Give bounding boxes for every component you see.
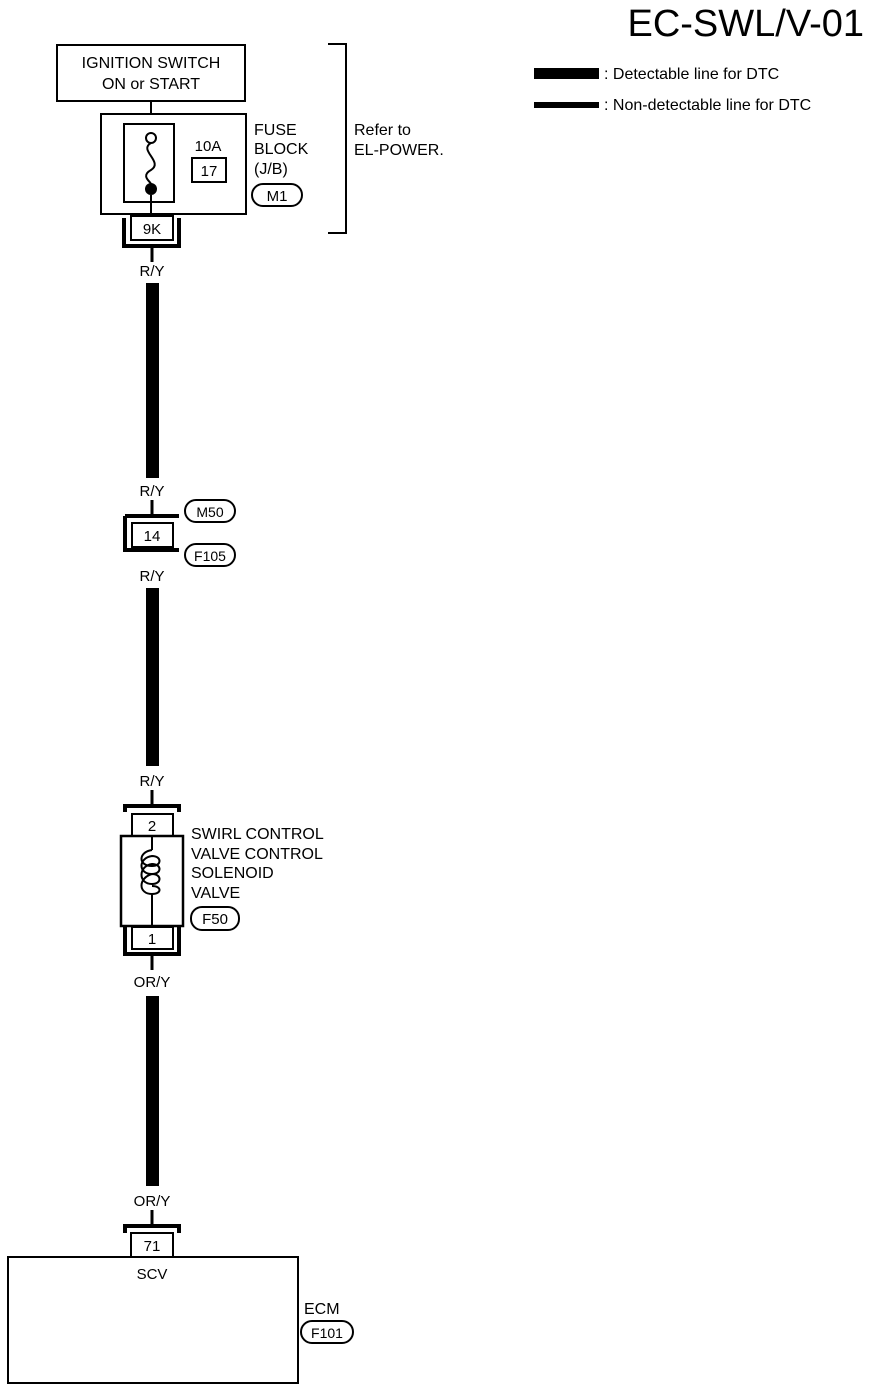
wire-color-ry-3: R/Y xyxy=(139,568,164,585)
junction-14-label: 14 xyxy=(144,528,161,545)
solenoid-label-3: SOLENOID xyxy=(191,865,274,882)
terminal-9k-label: 9K xyxy=(143,221,161,238)
fuse-top-terminal xyxy=(145,132,157,144)
solenoid-top-bracket xyxy=(123,804,181,812)
fuse-inner-box xyxy=(123,123,175,203)
fuse-block-label-1: FUSE xyxy=(254,122,297,139)
wire-color-ry-2: R/Y xyxy=(139,483,164,500)
refer-to-text: Refer to xyxy=(354,122,411,139)
ignition-switch-state: ON or START xyxy=(102,76,200,93)
ecm-box xyxy=(7,1256,299,1384)
ecm-label: ECM xyxy=(304,1301,340,1318)
non-detectable-line-swatch xyxy=(534,102,599,108)
junction-conn-top-badge xyxy=(184,499,236,523)
ignition-switch-label: IGNITION SWITCH xyxy=(82,55,221,72)
junction-conn-bottom: F105 xyxy=(194,548,226,564)
refer-bracket xyxy=(328,43,347,234)
ecm-pin-name: SCV xyxy=(137,1266,168,1283)
solenoid-terminal-top: 2 xyxy=(148,818,156,835)
solenoid-terminal-bottom: 1 xyxy=(148,931,156,948)
solenoid-label-4: VALVE xyxy=(191,885,240,902)
fuse-element-icon xyxy=(145,142,156,185)
solenoid-label-2: VALVE CONTROL xyxy=(191,846,323,863)
ecm-connector-badge xyxy=(300,1320,354,1344)
junction-conn-top: M50 xyxy=(196,504,223,520)
wire-color-ry-1: R/Y xyxy=(139,263,164,280)
ecm-terminal-bracket xyxy=(123,1224,181,1233)
ecm-connector-id: F101 xyxy=(311,1325,343,1341)
detectable-wire-ry-lower xyxy=(146,588,159,766)
wire-color-ory-2: OR/Y xyxy=(134,1193,171,1210)
junction-14-bracket-left xyxy=(123,516,179,552)
solenoid-coil-icon xyxy=(140,849,161,896)
detectable-wire-ry-upper xyxy=(146,283,159,478)
ignition-switch-box xyxy=(56,44,246,102)
junction-14-box xyxy=(131,522,174,548)
solenoid-connector-id: F50 xyxy=(202,911,228,928)
refer-el-power-text: EL-POWER. xyxy=(354,142,444,159)
detectable-wire-ory xyxy=(146,996,159,1186)
fuse-rating: 10A xyxy=(195,138,222,155)
wire-color-ory-1: OR/Y xyxy=(134,974,171,991)
ecm-terminal-label: 71 xyxy=(144,1238,161,1255)
terminal-9k-box xyxy=(130,215,174,241)
fuse-bottom-terminal xyxy=(145,183,157,195)
wire-color-ry-4: R/Y xyxy=(139,773,164,790)
fuse-number: 17 xyxy=(201,163,218,180)
fuse-block-label-2: BLOCK xyxy=(254,141,309,158)
legend-detectable: : Detectable line for DTC xyxy=(604,66,779,83)
solenoid-terminal-bottom-box xyxy=(131,926,174,950)
solenoid-connector-badge xyxy=(190,906,240,931)
detectable-line-swatch xyxy=(534,68,599,79)
fuse-connector-id: M1 xyxy=(267,188,288,205)
fuse-block-label-3: (J/B) xyxy=(254,161,288,178)
fuse-connector-badge xyxy=(251,183,303,207)
junction-conn-bottom-badge xyxy=(184,543,236,567)
solenoid-label-1: SWIRL CONTROL xyxy=(191,826,324,843)
ecm-terminal-box xyxy=(130,1232,174,1258)
fuse-number-box xyxy=(191,157,227,183)
legend-non-detectable: : Non-detectable line for DTC xyxy=(604,97,811,114)
diagram-id: EC-SWL/V-01 xyxy=(627,3,864,45)
